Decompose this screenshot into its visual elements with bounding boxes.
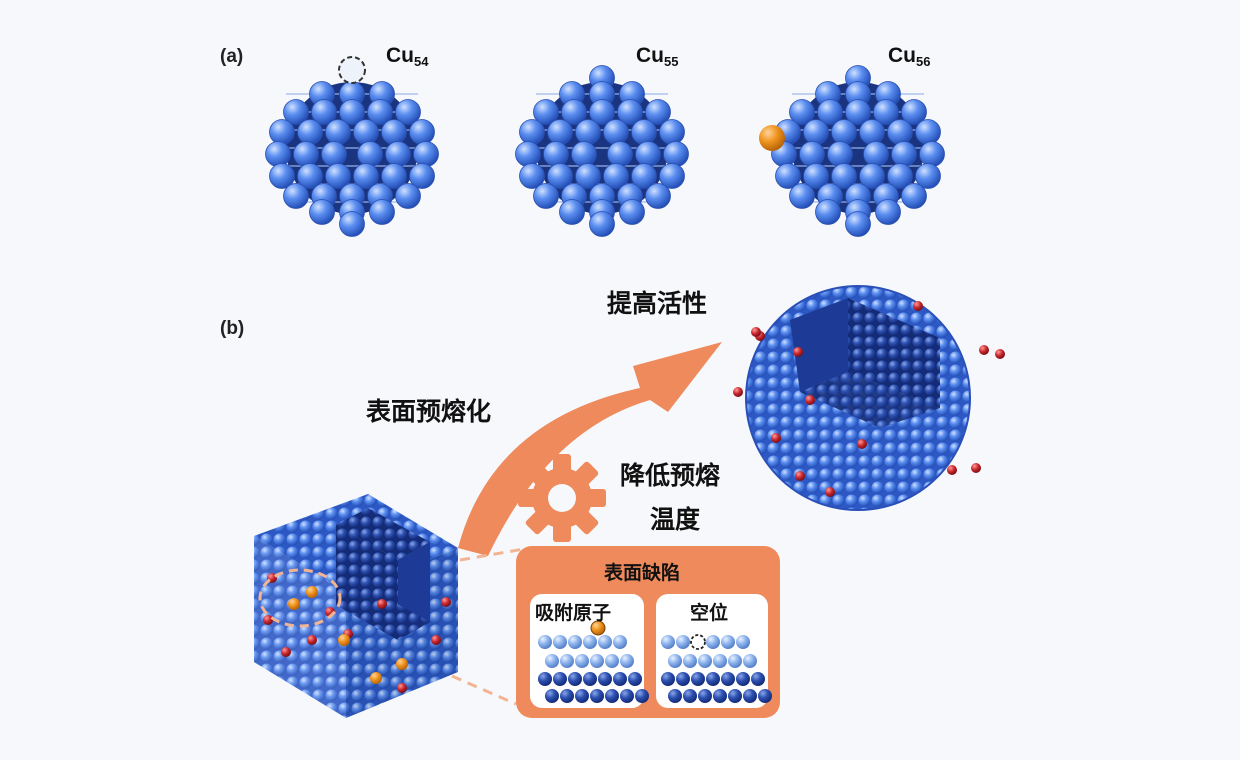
- adsorbate: [397, 683, 407, 693]
- panel-b-label: (b): [220, 318, 245, 339]
- arrow-label: 表面预熔化: [366, 397, 492, 426]
- adsorbate: [857, 439, 867, 449]
- cluster-label-cu54: Cu54: [386, 44, 428, 69]
- connector-line-bottom: [451, 674, 517, 706]
- adsorbate: [431, 635, 441, 645]
- cluster-label-cu55: Cu55: [636, 44, 678, 69]
- element-symbol: Cu: [636, 44, 664, 67]
- adsorbate: [971, 463, 981, 473]
- adatom: [396, 658, 408, 670]
- adatom: [306, 586, 318, 598]
- activity-label: 提高活性: [607, 289, 708, 318]
- adsorbate: [441, 597, 451, 607]
- adsorbate: [805, 395, 815, 405]
- adsorbate: [995, 349, 1005, 359]
- temperature-label-line2: 温度: [650, 505, 701, 534]
- nanocube: [254, 494, 458, 718]
- atom-count: 54: [414, 54, 429, 69]
- cluster-group: [265, 56, 945, 237]
- adsorbate: [281, 647, 291, 657]
- adsorbate: [979, 345, 989, 355]
- adsorbate: [795, 471, 805, 481]
- cluster-cu54: [265, 56, 439, 237]
- connector-line-top: [459, 546, 531, 562]
- cluster-cu56: [759, 65, 945, 237]
- surface-premelting-arrow: [458, 342, 722, 556]
- defect-highlight-circle: [258, 568, 342, 628]
- vacancy-site: [690, 634, 706, 650]
- nanosphere: [733, 285, 1005, 511]
- defect-panel-title: 表面缺陷: [604, 562, 681, 584]
- adsorbate: [771, 433, 781, 443]
- atom-count: 55: [664, 54, 679, 69]
- adsorbate: [751, 327, 761, 337]
- adatom: [590, 620, 606, 636]
- adsorbate: [947, 465, 957, 475]
- adsorbate: [825, 487, 835, 497]
- adatom: [370, 672, 382, 684]
- vacancy-label: 空位: [690, 602, 729, 624]
- adsorbate: [263, 615, 273, 625]
- adatom-label: 吸附原子: [535, 602, 612, 624]
- adsorbate: [733, 387, 743, 397]
- adsorbate: [377, 599, 387, 609]
- adsorbate: [913, 301, 923, 311]
- adatom: [759, 125, 785, 151]
- adatom: [338, 634, 350, 646]
- element-symbol: Cu: [386, 44, 414, 67]
- adatom: [288, 598, 300, 610]
- cluster-cu55: [515, 65, 689, 237]
- vacancy-site: [338, 56, 366, 84]
- atom-count: 56: [916, 54, 931, 69]
- temperature-label-line1: 降低预熔: [620, 461, 721, 490]
- gear-icon: [518, 454, 606, 542]
- adsorbate: [307, 635, 317, 645]
- cluster-label-cu56: Cu56: [888, 44, 930, 69]
- adatom-slab: [538, 620, 649, 703]
- vacancy-slab: [661, 634, 772, 703]
- adsorbate: [793, 347, 803, 357]
- element-symbol: Cu: [888, 44, 916, 67]
- panel-a-label: (a): [220, 46, 244, 67]
